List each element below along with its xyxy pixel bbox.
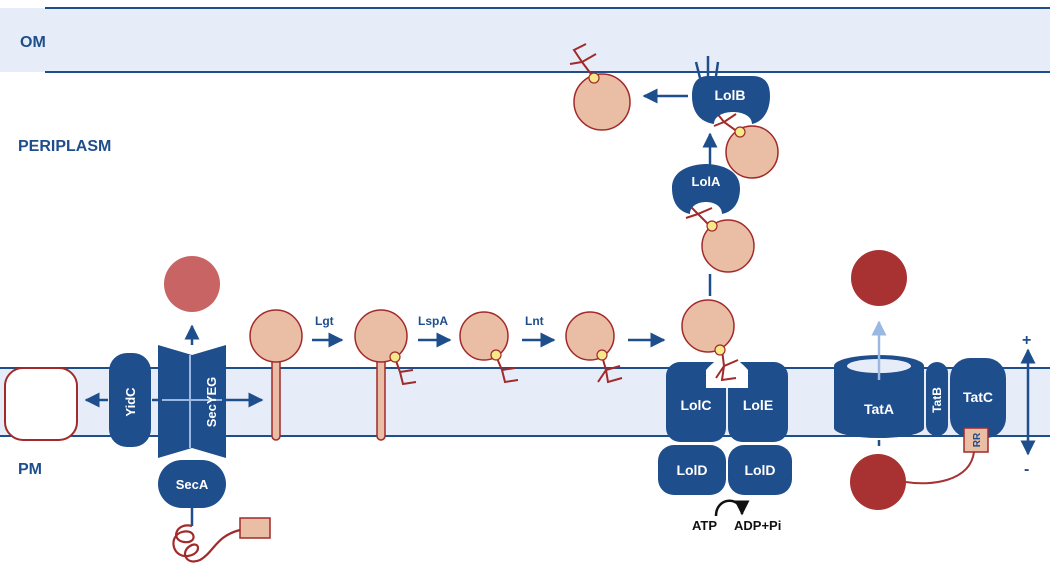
adp-label: ADP+Pi	[734, 518, 781, 533]
svg-text:SecYEG: SecYEG	[204, 377, 219, 428]
folded-tat-substrate-cytoplasm	[850, 454, 906, 510]
svg-text:LolA: LolA	[692, 174, 721, 189]
seca-protein: SecA	[158, 460, 226, 508]
secyeg-translocon: SecYEG	[158, 345, 226, 458]
pm-label: PM	[18, 461, 42, 478]
lgt-label: Lgt	[315, 314, 334, 328]
tat-signal-tether	[905, 451, 975, 485]
lipoprotein-at-lolcde	[681, 299, 739, 382]
periplasm-label: PERIPLASM	[18, 138, 111, 155]
svg-text:LolD: LolD	[744, 462, 775, 478]
potential-minus: -	[1024, 461, 1029, 478]
svg-text:SecA: SecA	[176, 477, 209, 492]
atp-label: ATP	[692, 518, 717, 533]
atp-hydrolysis-arrow	[714, 499, 750, 517]
svg-text:LolE: LolE	[743, 397, 773, 413]
svg-text:TatB: TatB	[930, 387, 944, 413]
tatc-protein: TatC	[950, 358, 1006, 438]
lspa-label: LspA	[418, 314, 448, 328]
lold-right-protein	[728, 445, 792, 495]
svg-text:RR: RR	[972, 432, 983, 447]
outer-membrane	[0, 7, 1050, 73]
signal-peptide	[239, 517, 271, 539]
svg-text:LolB: LolB	[714, 87, 745, 103]
rr-motif	[963, 427, 989, 453]
diacylglyceryl-prolipoprotein	[354, 309, 417, 441]
lolb-protein: LolB	[692, 56, 770, 124]
lold-left-protein	[658, 445, 726, 495]
lipoprotein-lolb-bound	[713, 105, 779, 179]
svg-text:LolC: LolC	[680, 397, 711, 413]
unfolded-preprotein	[172, 517, 271, 563]
folded-tat-substrate-periplasm	[851, 250, 907, 306]
mature-lipoprotein	[565, 311, 623, 384]
lolcde-complex: LolC LolE LolD LolD	[658, 357, 792, 495]
potential-plus: +	[1022, 332, 1031, 349]
lnt-label: Lnt	[525, 314, 544, 328]
svg-text:YidC: YidC	[123, 387, 138, 417]
lola-protein: LolA	[672, 164, 740, 214]
apolipoprotein	[459, 311, 519, 384]
prolipoprotein	[249, 309, 303, 441]
svg-text:LolD: LolD	[676, 462, 707, 478]
om-anchored-lipoprotein	[569, 43, 631, 131]
membrane-inserted-protein	[4, 367, 78, 441]
svg-text:TatA: TatA	[864, 401, 894, 417]
svg-text:TatC: TatC	[963, 389, 993, 405]
lipoprotein-lola-bound	[685, 197, 755, 273]
tatb-protein: TatB	[926, 362, 948, 436]
secreted-protein	[164, 256, 220, 312]
yidc-protein: YidC	[109, 353, 151, 447]
om-label: OM	[20, 34, 46, 51]
